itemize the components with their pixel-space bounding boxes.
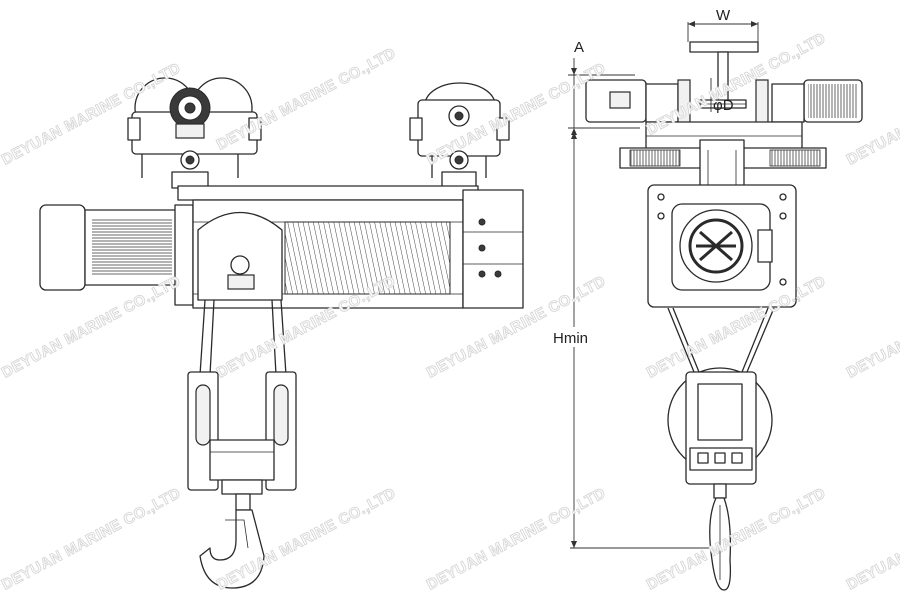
end-view: W A φD xyxy=(0,0,863,591)
end-hook xyxy=(709,497,732,591)
rope-drum xyxy=(192,199,464,309)
dimension-label-w: W xyxy=(716,7,731,24)
watermark-text: DEYUAN MARINE CO.,LTD xyxy=(844,273,900,382)
end-trolley-frame xyxy=(619,121,827,187)
dimension-w: W xyxy=(687,7,759,42)
hoist-motor xyxy=(39,204,194,306)
left-trolley xyxy=(127,77,262,189)
drum-end-plate xyxy=(647,184,797,308)
watermark-text: DEYUAN MARINE CO.,LTD xyxy=(424,485,609,594)
dimension-hmin: Hmin xyxy=(552,132,716,549)
watermark-text: DEYUAN MARINE CO.,LTD xyxy=(0,273,184,382)
hook-block-marking: □□□ xyxy=(0,0,2,1)
dimension-label-hmin: Hmin xyxy=(553,330,588,347)
gearbox xyxy=(462,189,524,309)
dimension-label-diameter: φD xyxy=(713,97,734,114)
hook xyxy=(199,493,265,589)
watermark-text: DEYUAN MARINE CO.,LTD xyxy=(0,485,184,594)
right-trolley xyxy=(409,82,510,189)
watermark-text: DEYUAN MARINE CO.,LTD xyxy=(644,485,829,594)
watermark-text: DEYUAN MARINE CO.,LTD xyxy=(844,485,900,594)
end-hook-block: □□□ xyxy=(0,0,773,499)
hoist-frame xyxy=(177,185,479,201)
trolley-motors xyxy=(585,79,863,129)
rail-beam xyxy=(689,41,759,109)
dimension-a: A xyxy=(568,39,640,135)
side-view xyxy=(39,77,524,589)
dimension-label-a: A xyxy=(574,39,584,56)
hook-block xyxy=(187,371,297,495)
